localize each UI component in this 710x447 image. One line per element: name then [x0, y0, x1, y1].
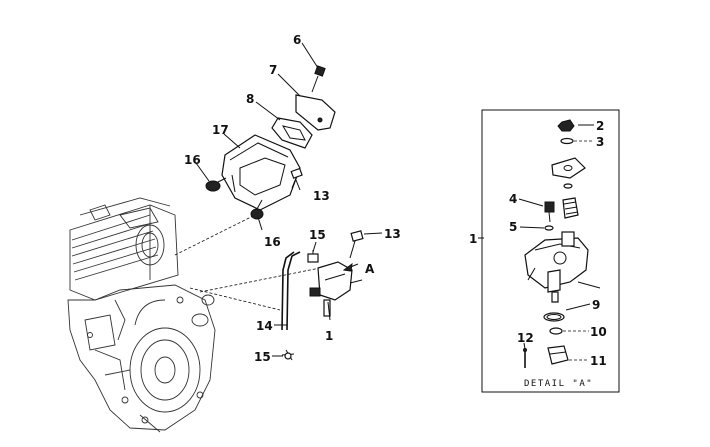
label-1-detail: 1	[469, 232, 477, 246]
label-17: 17	[212, 123, 229, 137]
leader-lines	[195, 42, 594, 361]
label-3: 3	[596, 135, 604, 149]
label-13-valve: 13	[384, 227, 401, 241]
label-10: 10	[590, 325, 607, 339]
engine-drawing	[67, 197, 321, 433]
label-16-right: 16	[264, 235, 281, 249]
label-5: 5	[509, 220, 517, 234]
label-9: 9	[592, 298, 600, 312]
fuel-valve-area	[281, 230, 364, 361]
label-11: 11	[590, 354, 607, 368]
label-8: 8	[246, 92, 254, 106]
label-16-left: 16	[184, 153, 201, 167]
bolt-16-left	[205, 177, 227, 192]
cover-assembly	[205, 65, 336, 220]
label-2: 2	[596, 119, 604, 133]
label-1-left: 1	[325, 329, 333, 343]
label-13-cover: 13	[313, 189, 330, 203]
label-12: 12	[517, 331, 534, 345]
detail-parts	[523, 119, 601, 368]
label-arrow-a: A	[365, 262, 375, 276]
bolt-16-right	[250, 199, 264, 220]
label-15-top: 15	[309, 228, 326, 242]
detail-caption: DETAIL "A"	[524, 379, 593, 389]
label-15-bottom: 15	[254, 350, 271, 364]
label-7: 7	[269, 63, 277, 77]
detail-box	[481, 109, 620, 393]
label-4: 4	[509, 192, 517, 206]
label-6: 6	[293, 33, 301, 47]
label-14: 14	[256, 319, 273, 333]
part-labels: 6 7 8 17 16 13 16 15 13 A 14 1 15 1 2 3 …	[184, 33, 607, 389]
